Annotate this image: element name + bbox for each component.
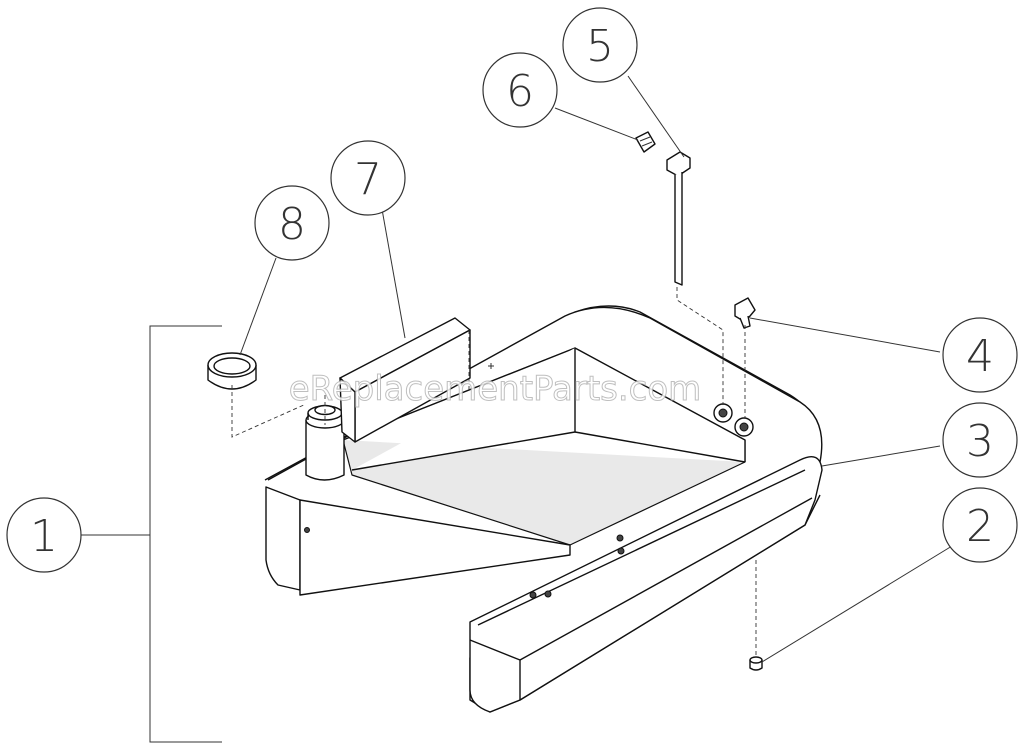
- part-8-cap: [207, 352, 257, 390]
- leader-3: [821, 445, 941, 467]
- callout-8: 8: [254, 185, 330, 261]
- leader-8: [239, 257, 277, 356]
- callout-2: 2: [942, 487, 1018, 563]
- leader-6: [554, 107, 639, 141]
- tank-body: [264, 305, 823, 713]
- alignment-lines: [231, 287, 757, 656]
- callout-7-label: 7: [354, 154, 382, 205]
- part-7-bar: [339, 317, 471, 443]
- part-2-plug: [749, 656, 763, 671]
- assembly-bracket: [149, 325, 222, 743]
- callout-5-label: 5: [586, 21, 614, 72]
- callout-4: 4: [942, 317, 1018, 393]
- leader-5: [627, 75, 685, 158]
- callout-1: 1: [6, 497, 82, 573]
- callout-1-label: 1: [30, 511, 58, 562]
- callout-8-label: 8: [278, 199, 306, 250]
- callout-3-label: 3: [966, 416, 994, 467]
- part-5-dipstick: [666, 151, 691, 286]
- leader-4: [749, 317, 941, 353]
- part-6-fitting: [635, 131, 656, 153]
- callout-2-label: 2: [966, 501, 994, 552]
- leader-2: [761, 545, 953, 663]
- callout-7: 7: [330, 140, 406, 216]
- callout-6: 6: [482, 52, 558, 128]
- callout-6-label: 6: [506, 66, 534, 117]
- callout-4-label: 4: [966, 331, 994, 382]
- callout-5: 5: [562, 7, 638, 83]
- leader-7: [379, 197, 406, 339]
- callout-3: 3: [942, 402, 1018, 478]
- part-4-elbow: [734, 297, 756, 329]
- watermark-text: eReplacementParts.com: [289, 369, 702, 409]
